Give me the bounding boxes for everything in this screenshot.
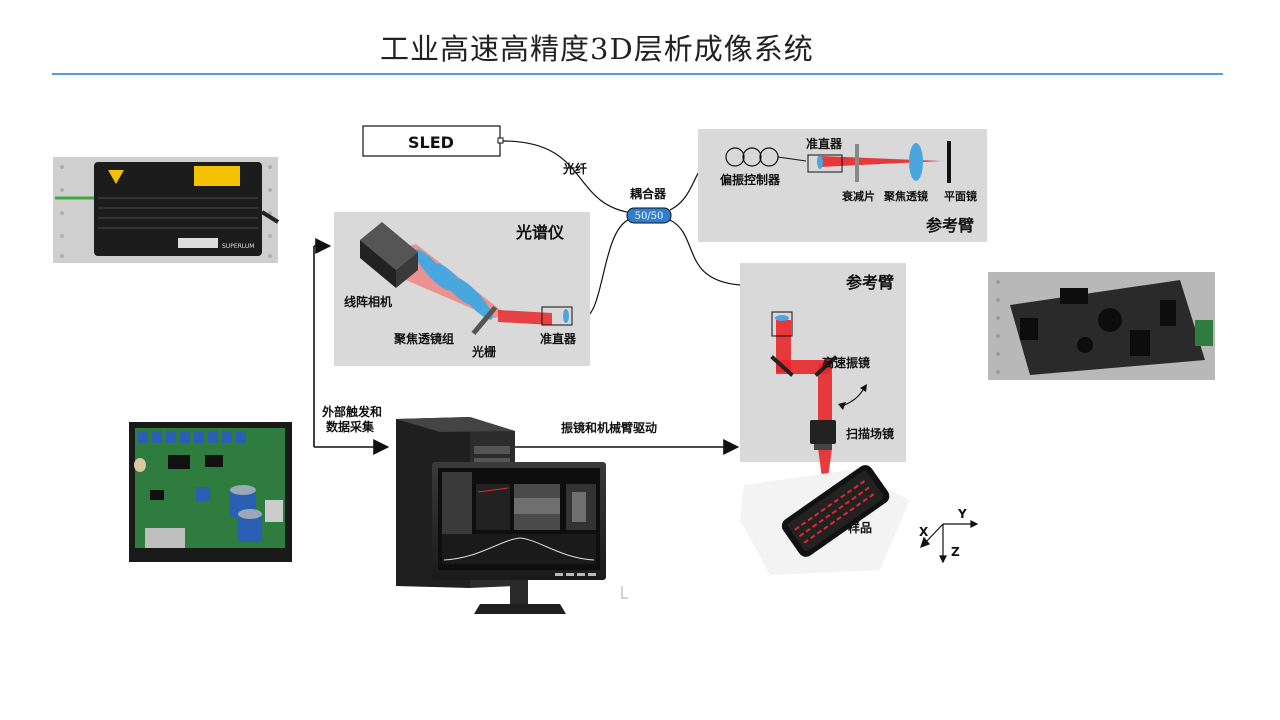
sample-phone: 样品 [740,465,910,575]
plane-mirror-icon [947,141,951,183]
fiber-label: 光纤 [562,161,587,176]
attenuator-label: 衰减片 [841,189,875,203]
ext-trigger-label-1: 外部触发和 [322,404,382,419]
coupler-label: 耦合器 [630,186,667,201]
control-lines [313,238,740,455]
sled-source-box: SLED [362,125,504,157]
focus-lens-label: 聚焦透镜 [883,189,928,203]
coupler-ratio: 50/50 [635,211,664,222]
line-camera-label: 线阵相机 [344,294,392,309]
mirror-icon [770,355,794,377]
plane-mirror-label: 平面镜 [944,189,977,203]
axis-z-label: Z [951,545,960,559]
galvo-label: 高速振镜 [822,355,870,370]
computer-icon [396,417,606,614]
collimator-ref-label: 准直器 [806,136,843,151]
scan-lens-label: 扫描场镜 [846,426,894,441]
collimator-ref-icon [807,154,843,173]
ref-arm-top-label: 参考臂 [926,216,974,235]
line-camera-icon [360,222,418,288]
spectrometer-panel: 光谱仪 线阵相机 聚焦透镜组 光栅 准直器 [334,212,590,366]
corner-mark [621,586,628,599]
axis-y-label: Y [957,507,967,521]
attenuator-icon [855,144,859,182]
page-title: 工业高速高精度3D层析成像系统 [380,32,814,66]
controller-board-photo [129,422,292,562]
focus-lens-group-label: 聚焦透镜组 [393,331,454,346]
sample-arm-panel: 参考臂 高速振镜 扫描场镜 [740,263,906,478]
spectrometer-label: 光谱仪 [515,223,565,242]
xyz-axes [920,520,979,564]
collimator-sample-icon [771,311,793,337]
grating-icon [471,305,498,335]
grating-label: 光栅 [471,344,496,359]
ref-arm-sample-label: 参考臂 [846,273,894,292]
collimator-spec-icon [541,306,573,326]
focus-lens-icon [909,143,923,181]
sled-label: SLED [408,133,454,152]
collimator-spec-label: 准直器 [540,331,577,346]
pol-controller-label: 偏振控制器 [720,172,781,187]
reference-arm-panel: 准直器 偏振控制器 衰减片 聚焦透镜 平面镜 参考臂 [698,129,987,242]
title-underline [52,73,1223,75]
ext-trigger-label-2: 数据采集 [326,419,375,434]
optical-bench-photo [988,272,1215,380]
sample-label: 样品 [848,520,872,535]
coupler-5050: 50/50 [626,207,672,224]
device-brand-text: SUPERLUM [222,243,254,250]
galvo-icon [814,355,838,377]
laser-warning-icon [108,170,124,184]
sled-device-photo: SUPERLUM [53,157,280,263]
axis-x-label: X [919,525,929,539]
galvo-drive-label: 振镜和机械臂驱动 [561,420,657,435]
scan-lens-icon [810,420,836,450]
